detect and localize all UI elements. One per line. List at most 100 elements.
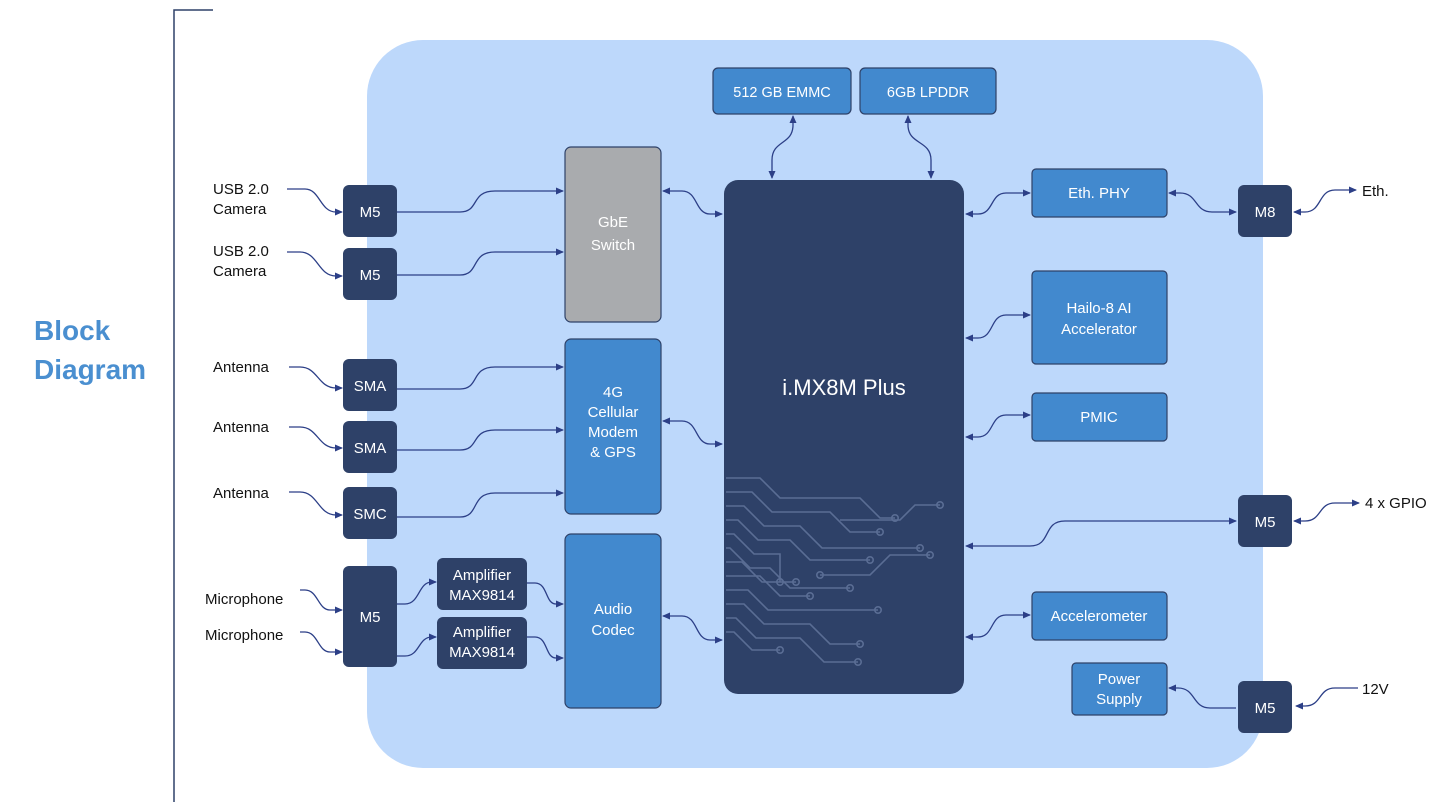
- emmc-label: 512 GB EMMC: [733, 85, 831, 101]
- gbe-switch-block: [564, 146, 662, 323]
- circuit-trace: [840, 504, 940, 521]
- external-label-eth: Eth.: [1362, 183, 1389, 200]
- wire: [965, 517, 1237, 550]
- wire: [397, 578, 437, 605]
- circuit-trace-pad: [805, 591, 814, 600]
- audio-codec-label-line1: Audio: [594, 601, 632, 618]
- external-label-antenna-1: Antenna: [213, 359, 270, 376]
- circuit-trace: [726, 561, 796, 583]
- circuit-trace-pad: [815, 570, 824, 579]
- circuit-trace: [726, 547, 850, 589]
- circuit-trace: [726, 477, 895, 519]
- external-label-microphone-2: Microphone: [205, 627, 283, 644]
- wire: [768, 115, 797, 179]
- external-label-usb-camera-1-line1: USB 2.0: [213, 181, 269, 198]
- circuit-trace-pad: [855, 639, 864, 648]
- wire: [662, 417, 723, 448]
- wire: [1295, 687, 1358, 710]
- wires: [287, 115, 1360, 710]
- circuit-trace-pad: [935, 500, 944, 509]
- power-supply-block: [1071, 662, 1168, 716]
- wire: [289, 366, 343, 392]
- power-supply-label-line1: Power: [1098, 671, 1141, 688]
- circuit-trace: [726, 589, 878, 611]
- connector-label: SMC: [353, 506, 387, 523]
- eth-phy-block: [1031, 168, 1168, 218]
- modem-label-line2: Cellular: [588, 404, 639, 421]
- circuit-trace-pad: [845, 583, 854, 592]
- eth-phy-label: Eth. PHY: [1068, 185, 1130, 202]
- connector-label: M8: [1255, 204, 1276, 221]
- processor-block: [724, 180, 964, 694]
- wire: [287, 188, 343, 216]
- wire: [397, 363, 564, 390]
- wire: [1168, 189, 1237, 216]
- amplifier-block: [437, 558, 527, 610]
- pmic-label: PMIC: [1080, 409, 1118, 426]
- modem-block: [564, 338, 662, 515]
- connector-usb-camera-2: [343, 248, 397, 300]
- wire: [397, 248, 564, 276]
- modem-label-line1: 4G: [603, 384, 623, 401]
- connector-label: SMA: [354, 378, 387, 395]
- connector-antenna-2: [343, 421, 397, 473]
- page-bracket-line: [173, 9, 213, 802]
- wire: [1168, 684, 1236, 709]
- wire: [397, 426, 564, 451]
- pmic-block: [1031, 392, 1168, 442]
- external-label-usb-camera-1-line2: Camera: [213, 201, 267, 218]
- circuit-trace: [726, 617, 858, 663]
- accelerometer-label: Accelerometer: [1051, 608, 1148, 625]
- connector-label: M5: [1255, 514, 1276, 531]
- diagram-title-line1: Block: [34, 315, 111, 346]
- external-label-antenna-2: Antenna: [213, 419, 270, 436]
- processor-label: i.MX8M Plus: [782, 375, 905, 400]
- circuit-trace: [820, 554, 930, 576]
- gbe-switch-label-line2: Switch: [591, 237, 635, 254]
- wire: [1293, 499, 1360, 525]
- wire: [300, 631, 343, 656]
- circuit-trace-pad: [791, 577, 800, 586]
- external-label-antenna-3: Antenna: [213, 485, 270, 502]
- amplifier-label-line2: MAX9814: [449, 644, 515, 661]
- external-label-gpio: 4 x GPIO: [1365, 495, 1427, 512]
- wire: [904, 115, 935, 179]
- hailo-label-line2: Accelerator: [1061, 321, 1137, 338]
- circuit-trace: [726, 575, 810, 597]
- connector-gpio: [1238, 495, 1292, 547]
- circuit-trace-pad: [775, 645, 784, 654]
- amplifier-block: [437, 617, 527, 669]
- circuit-trace: [726, 533, 781, 582]
- wire: [287, 251, 343, 280]
- circuit-trace: [726, 491, 880, 533]
- external-label-usb-camera-2-line1: USB 2.0: [213, 243, 269, 260]
- circuit-trace: [726, 603, 860, 645]
- connector-label: M5: [360, 267, 381, 284]
- connector-label: M5: [360, 204, 381, 221]
- connector-microphone: [343, 566, 397, 667]
- circuit-trace-pad: [890, 513, 899, 522]
- connector-antenna-1: [343, 359, 397, 411]
- wire: [965, 189, 1031, 218]
- connector-power: [1238, 681, 1292, 733]
- circuit-trace-pad: [873, 605, 882, 614]
- circuit-trace-pad: [915, 543, 924, 552]
- wire: [527, 582, 564, 608]
- wire: [289, 491, 343, 519]
- connector-eth: [1238, 185, 1292, 237]
- wire: [527, 636, 564, 662]
- wire: [965, 411, 1031, 441]
- wire: [300, 589, 343, 614]
- diagram-title-line2: Diagram: [34, 354, 147, 385]
- circuit-trace-pad: [925, 550, 934, 559]
- connector-antenna-3: [343, 487, 397, 539]
- wire: [397, 633, 437, 657]
- circuit-trace-pad: [775, 577, 784, 586]
- wire: [965, 611, 1031, 641]
- amplifier-label-line1: Amplifier: [453, 624, 511, 641]
- circuit-trace: [726, 505, 920, 549]
- circuit-trace: [726, 519, 870, 561]
- external-label-usb-camera-2-line2: Camera: [213, 263, 267, 280]
- circuit-trace-pad: [865, 555, 874, 564]
